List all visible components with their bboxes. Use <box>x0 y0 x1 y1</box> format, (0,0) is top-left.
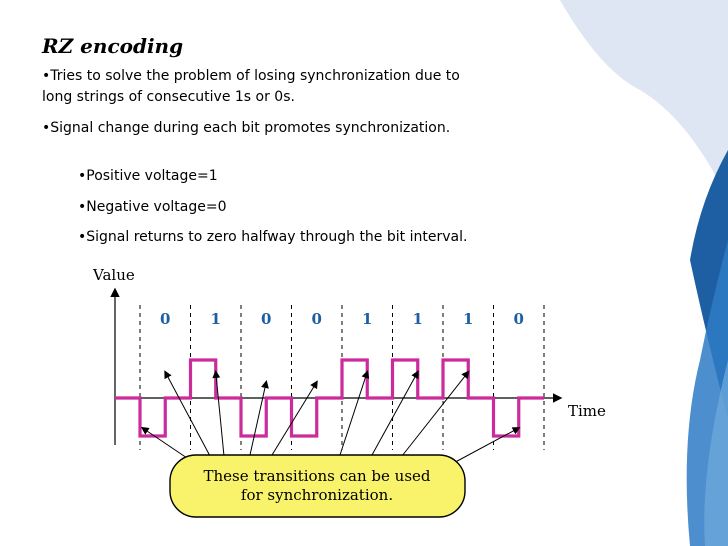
sync-arrow <box>401 370 470 457</box>
bit-label: 1 <box>211 310 221 328</box>
time-axis-label: Time <box>568 402 606 420</box>
sync-arrow <box>371 370 419 456</box>
bullet-text: •Signal change during each bit promotes … <box>42 120 451 136</box>
sync-arrow <box>249 380 269 456</box>
sub-bullet-text: •Signal returns to zero halfway through … <box>78 229 468 245</box>
sync-arrow <box>212 370 225 457</box>
sync-arrow <box>140 426 191 461</box>
bit-label: 0 <box>312 310 322 328</box>
bit-label: 0 <box>160 310 170 328</box>
sub-bullet-text: •Positive voltage=1 <box>78 168 218 184</box>
sync-arrow <box>447 427 521 467</box>
bit-label: 1 <box>362 310 372 328</box>
sub-bullet-text: •Negative voltage=0 <box>78 199 227 215</box>
sync-arrows <box>140 370 521 467</box>
sync-arrow <box>339 370 370 456</box>
bullet-text: •Tries to solve the problem of losing sy… <box>42 68 460 84</box>
bit-label: 0 <box>514 310 524 328</box>
callout-line-2: for synchronization. <box>241 486 393 504</box>
sync-arrow <box>164 370 211 457</box>
bullet-text: long strings of consecutive 1s or 0s. <box>42 89 295 105</box>
bit-label: 1 <box>413 310 423 328</box>
callout-line-1: These transitions can be used <box>203 467 430 485</box>
callout-box <box>169 454 466 518</box>
value-axis-label: Value <box>92 266 135 284</box>
bit-label: 0 <box>261 310 271 328</box>
slide-title: RZ encoding <box>42 34 184 58</box>
sync-arrow <box>271 380 318 456</box>
bit-label: 1 <box>463 310 473 328</box>
bit-labels: 0 1 0 0 1 1 1 0 <box>160 310 524 328</box>
